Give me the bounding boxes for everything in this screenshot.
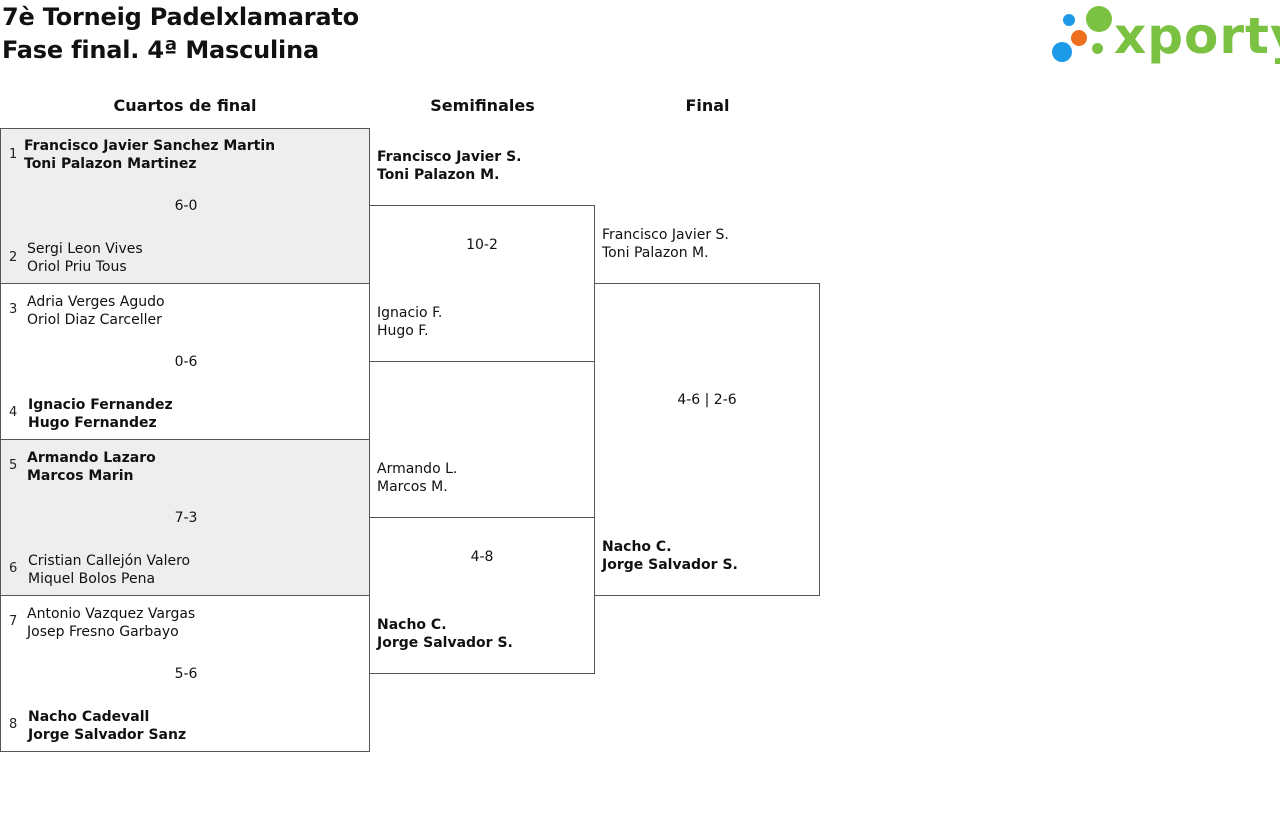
player-name: Toni Palazon M. [377,167,500,183]
player-name: Antonio Vazquez Vargas [27,606,196,622]
page-title: 7è Torneig Padelxlamarato Fase final. 4ª… [2,1,359,67]
player-name: Jorge Salvador S. [377,635,513,651]
logo-dot-green-small-icon [1092,43,1103,54]
team-top[interactable]: Adria Verges Agudo Oriol Diaz Carceller [27,293,165,329]
team-top[interactable]: Armando Lazaro Marcos Marin [27,449,156,485]
quarterfinal-match[interactable]: 7 Antonio Vazquez Vargas Josep Fresno Ga… [0,595,370,752]
player-name: Cristian Callejón Valero [28,553,191,569]
round-title-quarterfinals: Cuartos de final [113,96,257,115]
seed-number: 4 [9,405,18,420]
seed-number: 1 [9,147,18,162]
player-name: Toni Palazon Martinez [24,156,197,172]
seed-number: 5 [9,458,18,473]
player-name: Miquel Bolos Pena [28,571,156,587]
player-name: Nacho C. [377,617,447,633]
player-name: Ignacio F. [377,305,443,321]
semifinal-team-top[interactable]: Francisco Javier S. Toni Palazon M. [377,148,521,184]
player-name: Nacho Cadevall [28,709,150,725]
match-score: 10-2 [466,237,498,253]
seed-number: 8 [9,717,18,732]
team-top[interactable]: Francisco Javier Sanchez Martin Toni Pal… [24,137,275,173]
team-bottom[interactable]: Cristian Callejón Valero Miquel Bolos Pe… [28,552,190,588]
match-score: 6-0 [174,198,198,214]
team-bottom[interactable]: Sergi Leon Vives Oriol Priu Tous [27,240,143,276]
logo-dot-orange-icon [1071,30,1087,46]
player-name: Josep Fresno Garbayo [27,624,179,640]
player-name: Armando L. [377,461,458,477]
seed-number: 7 [9,614,18,629]
match-score: 7-3 [174,510,198,526]
final-team-bottom[interactable]: Nacho C. Jorge Salvador S. [602,538,738,574]
team-top[interactable]: Antonio Vazquez Vargas Josep Fresno Garb… [27,605,195,641]
semifinal-team-bottom[interactable]: Nacho C. Jorge Salvador S. [377,616,513,652]
player-name: Francisco Javier S. [602,227,729,243]
phase-name: Fase final. 4ª Masculina [2,36,319,64]
logo-dot-blue-small-icon [1063,14,1075,26]
player-name: Oriol Priu Tous [27,259,127,275]
quarterfinal-match[interactable]: 3 Adria Verges Agudo Oriol Diaz Carcelle… [0,283,370,440]
player-name: Sergi Leon Vives [27,241,143,257]
seed-number: 6 [9,561,18,576]
final-match[interactable]: 4-6 | 2-6 [594,283,820,596]
player-name: Jorge Salvador Sanz [28,727,187,743]
logo-dot-blue-large-icon [1052,42,1072,62]
xporty-logo[interactable]: xporty [1050,4,1280,68]
player-name: Hugo F. [377,323,429,339]
round-title-semifinals: Semifinales [430,96,535,115]
player-name: Nacho C. [602,539,672,555]
player-name: Hugo Fernandez [28,415,157,431]
player-name: Francisco Javier Sanchez Martin [24,138,276,154]
logo-wordmark: xporty [1114,7,1280,65]
semifinal-team-bottom[interactable]: Ignacio F. Hugo F. [377,304,442,340]
player-name: Marcos M. [377,479,448,495]
seed-number: 3 [9,302,18,317]
player-name: Francisco Javier S. [377,149,522,165]
match-score: 5-6 [174,666,198,682]
player-name: Adria Verges Agudo [27,294,165,310]
seed-number: 2 [9,250,18,265]
final-team-top[interactable]: Francisco Javier S. Toni Palazon M. [602,226,729,262]
player-name: Toni Palazon M. [602,245,709,261]
match-score: 4-8 [470,549,494,565]
player-name: Ignacio Fernandez [28,397,173,413]
logo-dot-green-icon [1086,6,1112,32]
match-score: 4-6 | 2-6 [677,392,737,408]
quarterfinal-match[interactable]: 5 Armando Lazaro Marcos Marin 7-3 6 Cris… [0,439,370,596]
match-score: 0-6 [174,354,198,370]
semifinal-team-top[interactable]: Armando L. Marcos M. [377,460,457,496]
player-name: Armando Lazaro [27,450,156,466]
player-name: Jorge Salvador S. [602,557,738,573]
player-name: Oriol Diaz Carceller [27,312,162,328]
team-bottom[interactable]: Ignacio Fernandez Hugo Fernandez [28,396,173,432]
quarterfinal-match[interactable]: 1 Francisco Javier Sanchez Martin Toni P… [0,128,370,284]
team-bottom[interactable]: Nacho Cadevall Jorge Salvador Sanz [28,708,186,744]
round-title-final: Final [685,96,730,115]
tournament-name: 7è Torneig Padelxlamarato [2,3,359,31]
player-name: Marcos Marin [27,468,134,484]
